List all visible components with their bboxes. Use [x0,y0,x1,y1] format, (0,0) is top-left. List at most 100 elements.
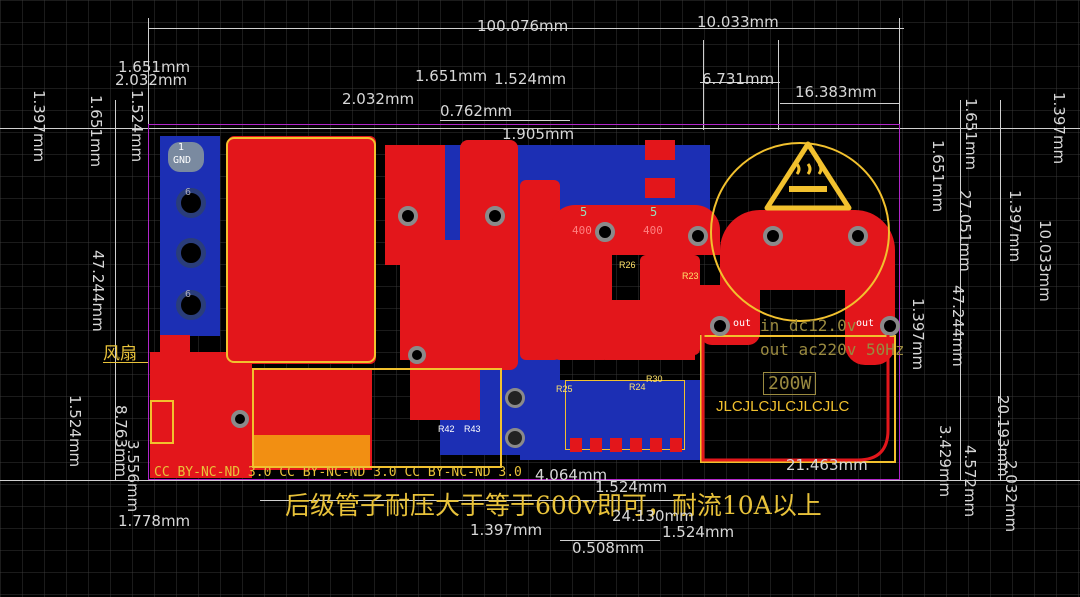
top-copper-pour [552,240,612,360]
smd-pad[interactable] [645,140,675,160]
dimension-line [703,40,704,130]
refdes-r42: R42 [438,424,455,434]
board-outline [148,124,900,480]
dimension-label: 1.905mm [502,125,575,143]
refdes-r24: R24 [629,382,646,392]
smd-pad[interactable] [670,438,682,452]
fan-connector-pad[interactable] [160,335,190,353]
dimension-label: 1.397mm [30,90,48,163]
terminal-hole[interactable] [176,290,206,320]
dimension-label: 21.463mm [786,456,868,474]
mosfet-hole[interactable] [485,206,505,226]
dimension-label: 1.651mm [929,140,947,213]
dimension-label: 2.032mm [115,71,188,89]
dimension-label: 1.778mm [118,512,191,530]
dimension-label: 6.731mm [702,70,775,88]
dimension-line [115,100,116,480]
output-label: out [856,318,875,329]
jlc-marker-text: JLCJLCJLCJLCJLC [716,398,850,415]
dimension-label: 10.033mm [1036,220,1054,302]
refdes-r43: R43 [464,424,481,434]
dimension-line [260,500,680,501]
dimension-label: 4.064mm [535,466,608,484]
gnd-pin-number: 1 [178,142,185,153]
dimension-label: 1.524mm [128,90,146,163]
top-copper-pour [605,300,695,360]
pin-label: 400 [643,224,663,237]
output-rating-text: out ac220v 50Hz [760,340,905,359]
dimension-label: 47.244mm [89,250,107,332]
dimension-label: 1.397mm [470,521,543,539]
pin-label: 6 [185,187,192,198]
capacitor-pad[interactable] [505,428,525,448]
dimension-label: 27.051mm [956,190,974,272]
smd-pad[interactable] [645,178,675,198]
dimension-label: 2.032mm [342,90,415,108]
capacitor-pad[interactable] [505,388,525,408]
dimension-line [899,18,900,128]
pin-label: 400 [572,224,592,237]
dimension-label: 4.572mm [961,445,979,518]
output-label: out [733,318,752,329]
top-copper-pour [460,140,518,370]
dimension-label: 1.651mm [118,58,191,76]
warning-circle-outline [710,142,890,322]
dimension-label: 1.651mm [415,67,488,85]
dimension-line [148,18,149,128]
dimension-line [960,100,961,480]
dimension-label: 1.524mm [494,70,567,88]
output-hole[interactable] [710,316,730,336]
power-rating-text: 200W [763,372,817,395]
smd-pad[interactable] [650,438,662,452]
output-hole[interactable] [880,316,900,336]
via-hole[interactable] [231,410,249,428]
dimension-line [440,120,570,121]
terminal-hole[interactable] [176,238,206,268]
dimension-line [0,128,1080,129]
dimension-line [1000,100,1001,480]
dimension-line [148,28,900,29]
via-hole[interactable] [408,346,426,364]
refdes-r25: R25 [556,384,573,394]
input-rating-text: in dc12.0v [760,316,857,335]
smd-pad[interactable] [590,438,602,452]
transformer-silkscreen-outline [252,368,502,468]
dimension-label: 1.524mm [662,523,735,541]
output-trace [701,335,890,462]
dimension-line [700,28,904,29]
pin-label: 6 [185,289,192,300]
dimension-label: 1.397mm [1006,190,1024,263]
terminal-hole[interactable] [176,188,206,218]
mosfet-hole[interactable] [398,206,418,226]
mosfet-hole[interactable] [848,226,868,246]
dimension-line [0,480,1080,481]
output-section-outline [700,335,896,463]
smd-pad[interactable] [610,438,622,452]
dimension-label: 1.651mm [87,95,105,168]
dimension-label: 0.508mm [572,539,645,557]
hot-surface-warning-icon [764,141,852,211]
dimension-label: 3.556mm [124,440,142,513]
pin-label: 5 [580,205,588,219]
smd-pad[interactable] [570,438,582,452]
dimension-label: 1.651mm [962,98,980,171]
gnd-pad[interactable] [168,142,204,172]
dimension-label: 47.244mm [949,285,967,367]
fan-label: 风扇 [103,344,137,364]
dimension-line [778,40,779,130]
dimension-line [780,103,900,104]
fan-label-underline [103,362,148,363]
dimension-label: 100.076mm [477,17,569,35]
annotation-note: 后级管子耐压大于等于600v即可，耐流10A以上 [285,491,822,520]
mosfet-hole[interactable] [688,226,708,246]
top-copper-heatsink-pour [228,136,376,364]
mosfet-hole[interactable] [595,222,615,242]
heatsink-silkscreen-outline [226,137,376,363]
refdes-r26: R26 [619,260,636,270]
top-copper-pour [410,360,480,420]
smd-pad[interactable] [150,400,174,444]
smd-pad[interactable] [630,438,642,452]
mosfet-hole[interactable] [763,226,783,246]
dimension-label: 16.383mm [795,83,877,101]
